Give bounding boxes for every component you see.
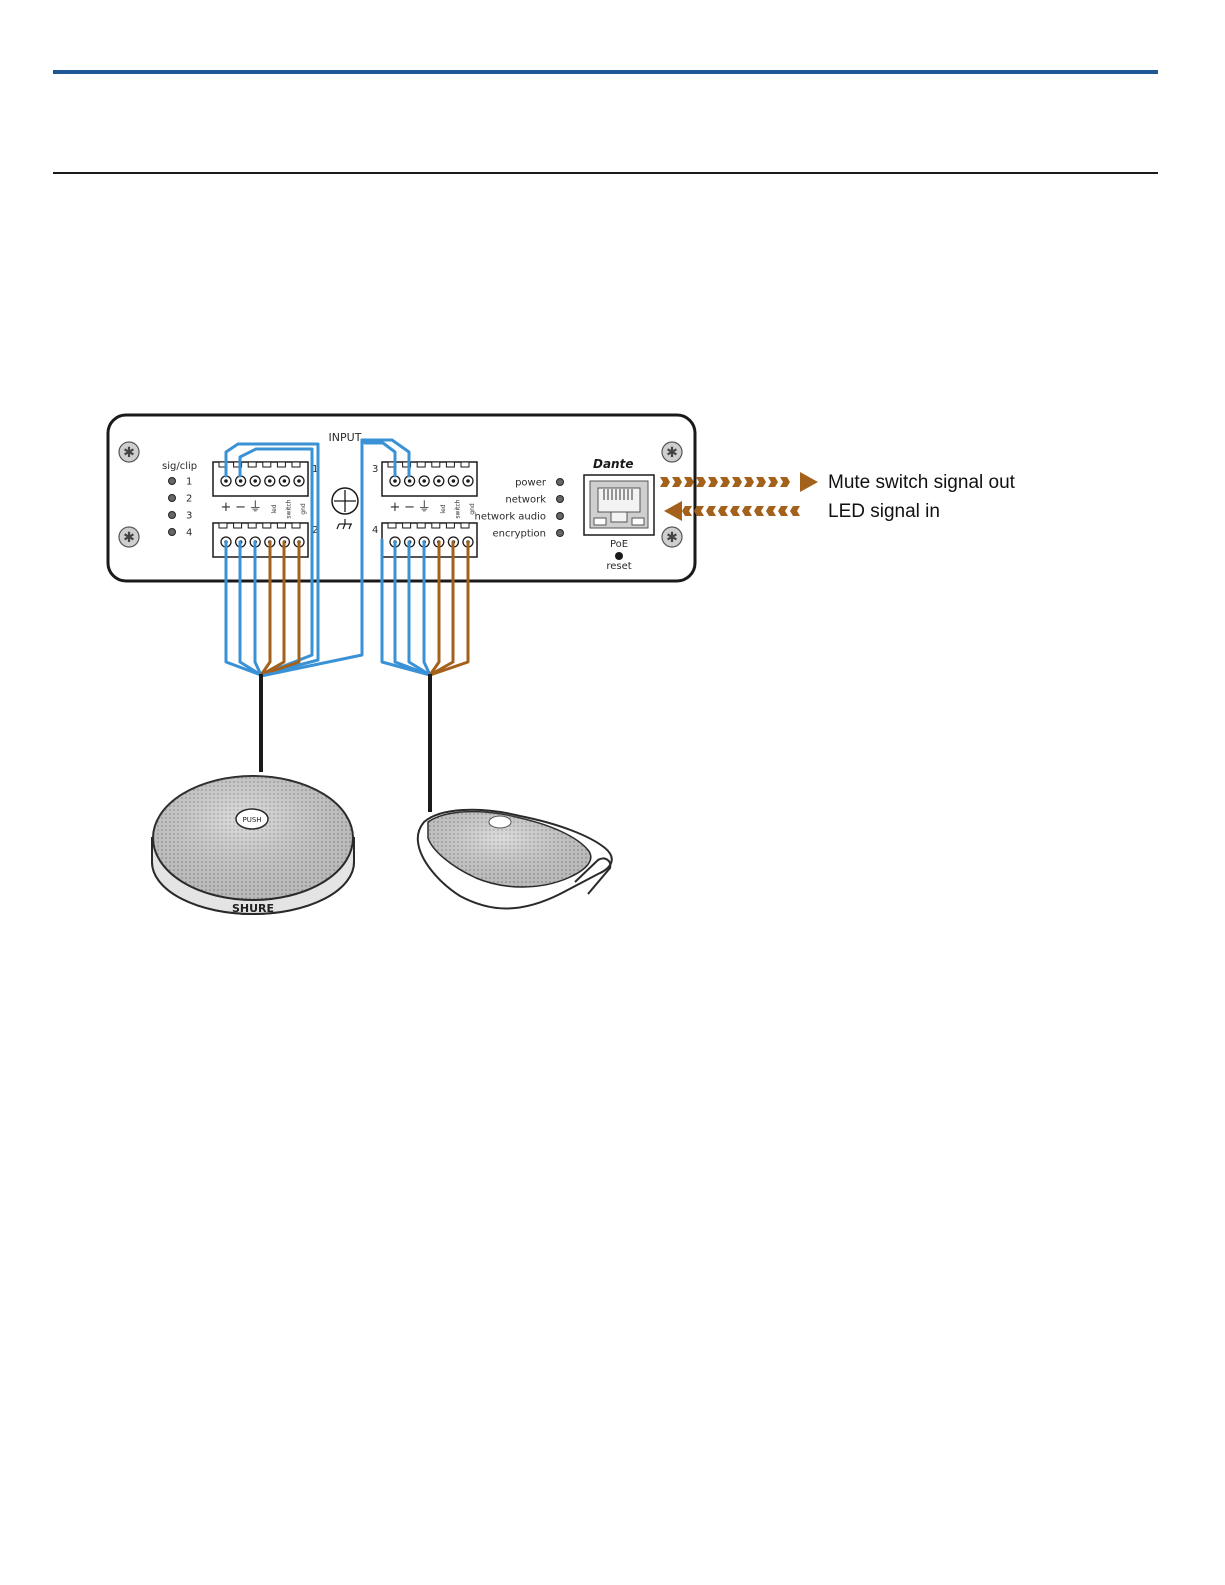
sig-clip-led xyxy=(169,478,176,485)
sig-clip-channel-label: 4 xyxy=(186,528,192,539)
screw-icon: ✱ xyxy=(662,442,682,462)
status-led xyxy=(557,496,564,503)
svg-text:✱: ✱ xyxy=(666,530,678,546)
svg-text:✱: ✱ xyxy=(123,530,135,546)
status-led-label: power xyxy=(515,478,547,489)
sig-clip-channel-label: 2 xyxy=(186,494,192,505)
mute-button[interactable] xyxy=(489,816,511,828)
pin-label: + xyxy=(221,500,232,515)
pin-label: − xyxy=(235,500,246,515)
screw-icon: ✱ xyxy=(119,527,139,547)
svg-text:✱: ✱ xyxy=(666,445,678,461)
svg-text:✱: ✱ xyxy=(123,445,135,461)
sig-clip-channel-label: 1 xyxy=(186,477,192,488)
pin-label: ⏚ xyxy=(418,500,431,515)
status-led xyxy=(557,530,564,537)
pin-label: + xyxy=(390,500,401,515)
sig-clip-led xyxy=(169,495,176,502)
input-label: INPUT xyxy=(329,431,362,444)
pin-label: switch xyxy=(285,499,292,518)
sig-clip-channel-label: 3 xyxy=(186,511,192,522)
shure-logo: SHURE xyxy=(232,902,274,915)
poe-label: PoE xyxy=(610,539,628,550)
svg-text:Dante: Dante xyxy=(593,457,633,471)
status-led-label: network xyxy=(505,495,546,506)
ethernet-port[interactable] xyxy=(584,475,654,535)
reset-label: reset xyxy=(606,561,631,572)
push-label: PUSH xyxy=(242,816,261,824)
status-led xyxy=(557,513,564,520)
input-channel-number: 4 xyxy=(372,525,378,536)
sig-clip-led xyxy=(169,529,176,536)
sig-clip-led xyxy=(169,512,176,519)
input-channel-number: 3 xyxy=(372,464,378,475)
led-signal-in-label: LED signal in xyxy=(828,501,940,522)
dante-logo: Dante xyxy=(593,457,633,471)
sig-clip-label: sig/clip xyxy=(162,461,197,472)
boundary-microphone-low-profile xyxy=(418,810,612,909)
status-led-label: network audio xyxy=(475,512,547,523)
pin-label: led xyxy=(440,504,447,513)
ground-screw-icon xyxy=(332,488,358,514)
pin-label: ⏚ xyxy=(249,500,262,515)
status-led-label: encryption xyxy=(492,529,546,540)
reset-button[interactable] xyxy=(615,552,623,560)
pin-label: − xyxy=(404,500,415,515)
boundary-microphone: PUSH SHURE xyxy=(152,776,354,915)
pin-label: switch xyxy=(454,499,461,518)
screw-icon: ✱ xyxy=(119,442,139,462)
mute-switch-signal-out-label: Mute switch signal out xyxy=(828,472,1016,493)
pin-label: led xyxy=(271,504,278,513)
screw-icon: ✱ xyxy=(662,527,682,547)
pin-label: gnd xyxy=(300,503,307,515)
status-led xyxy=(557,479,564,486)
